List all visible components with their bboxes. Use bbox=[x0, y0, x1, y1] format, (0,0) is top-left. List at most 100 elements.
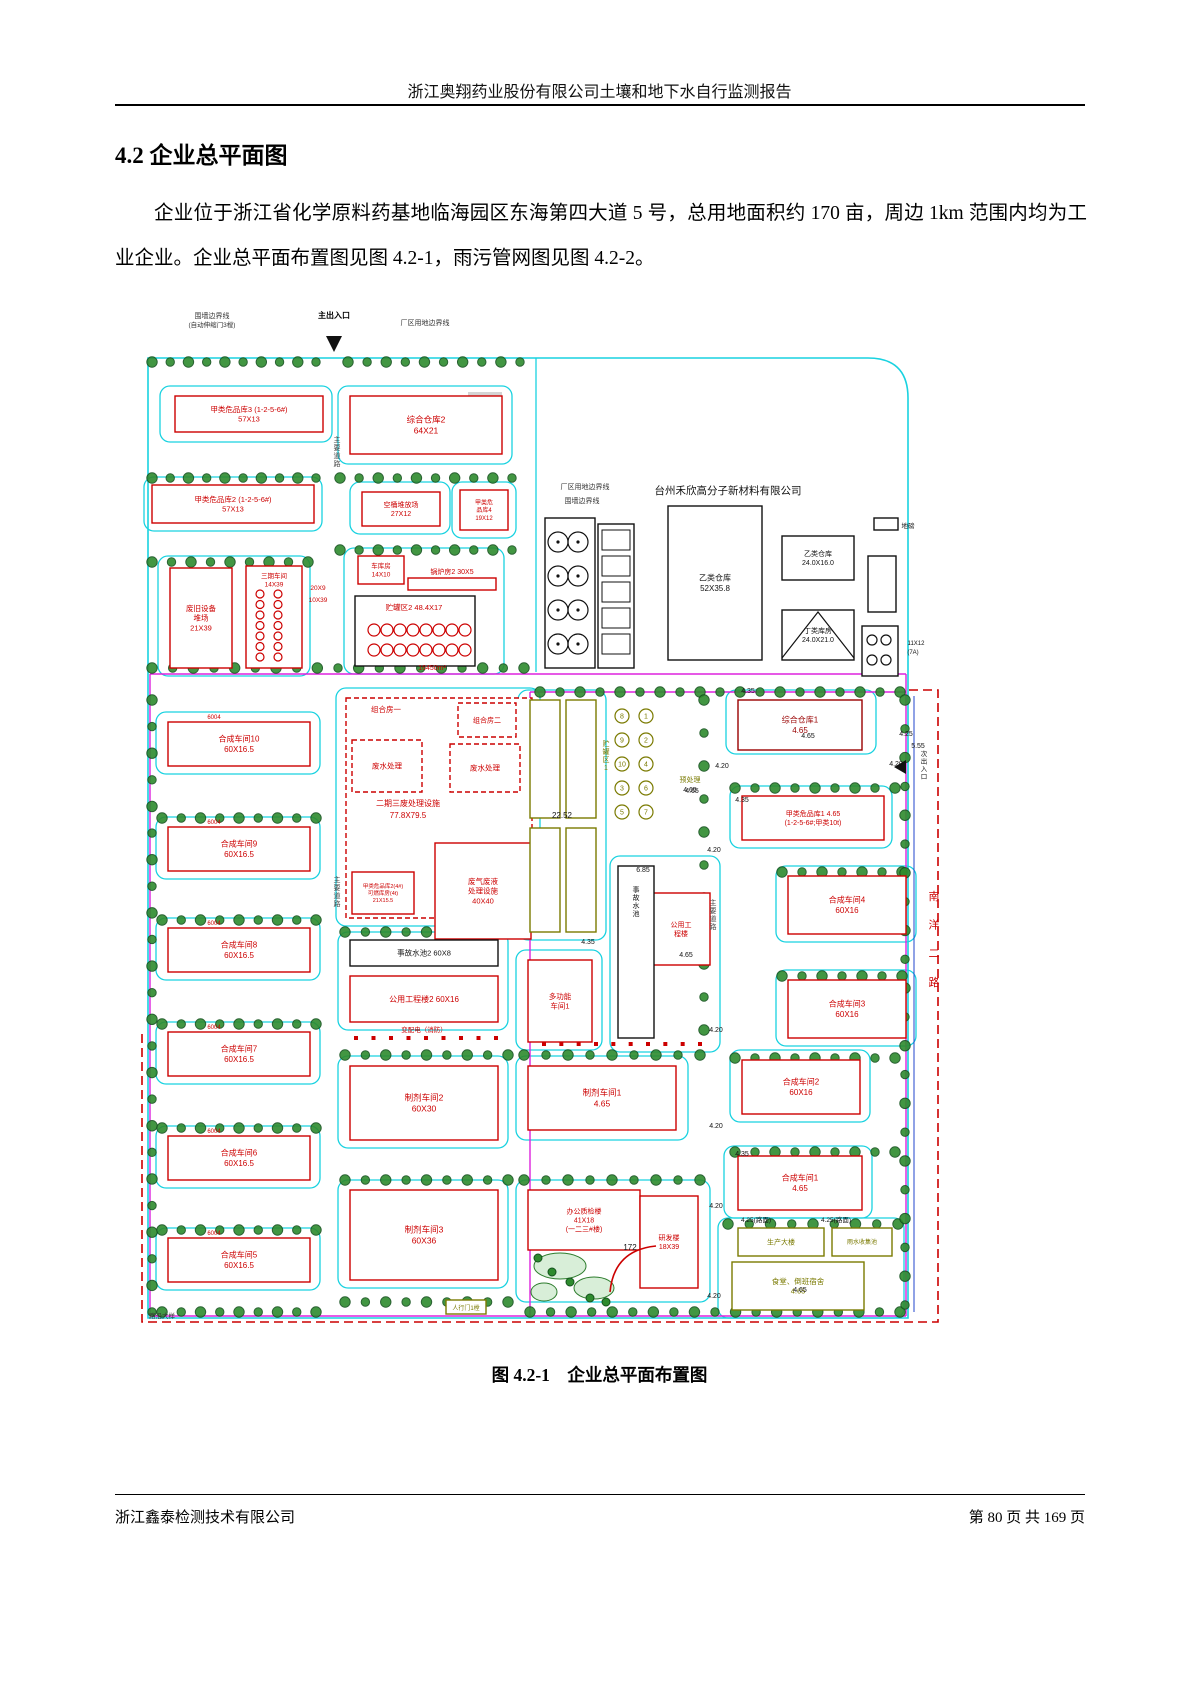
svg-text:组合房一: 组合房一 bbox=[371, 704, 401, 714]
svg-text:事故水池2 60X8: 事故水池2 60X8 bbox=[397, 948, 451, 958]
building-synth-10 bbox=[167, 721, 311, 767]
building-office-qc bbox=[527, 1189, 641, 1251]
svg-text:52X35.8: 52X35.8 bbox=[700, 584, 730, 593]
svg-text:主: 主 bbox=[334, 875, 341, 884]
svg-text:道: 道 bbox=[334, 451, 341, 460]
svg-text:甲类危品库3 (1-2-5-6#): 甲类危品库3 (1-2-5-6#) bbox=[210, 404, 288, 414]
svg-text:4.35: 4.35 bbox=[741, 688, 755, 695]
svg-text:(自动伸缩门3樘): (自动伸缩门3樘) bbox=[189, 320, 236, 329]
svg-text:4.65: 4.65 bbox=[685, 788, 699, 795]
svg-text:二期三废处理设施: 二期三废处理设施 bbox=[376, 798, 440, 808]
svg-text:5: 5 bbox=[620, 810, 624, 817]
svg-text:废气废液: 废气废液 bbox=[468, 876, 498, 886]
svg-text:60X16: 60X16 bbox=[789, 1088, 813, 1097]
building-warehouse-a1 bbox=[741, 795, 885, 841]
svg-text:4.35: 4.35 bbox=[735, 1151, 749, 1158]
svg-text:南: 南 bbox=[929, 890, 940, 903]
svg-text:合成车间9: 合成车间9 bbox=[221, 839, 258, 849]
svg-text:6004: 6004 bbox=[207, 715, 221, 721]
svg-text:办公质检楼: 办公质检楼 bbox=[567, 1206, 602, 1215]
svg-text:6004: 6004 bbox=[207, 1231, 221, 1237]
svg-text:程楼: 程楼 bbox=[674, 929, 688, 938]
svg-text:品库4: 品库4 bbox=[476, 506, 492, 514]
svg-text:6004: 6004 bbox=[207, 921, 221, 927]
svg-text:变配电（消防）: 变配电（消防） bbox=[401, 1025, 447, 1034]
svg-text:水: 水 bbox=[633, 901, 640, 910]
svg-text:二: 二 bbox=[929, 948, 940, 960]
svg-text:6004: 6004 bbox=[207, 1129, 221, 1135]
svg-text:路: 路 bbox=[334, 459, 341, 468]
svg-text:10: 10 bbox=[618, 762, 626, 769]
svg-text:4.65: 4.65 bbox=[594, 1099, 611, 1109]
svg-text:要: 要 bbox=[710, 907, 717, 915]
svg-text:主出入口: 主出入口 bbox=[318, 310, 350, 320]
svg-text:11X12: 11X12 bbox=[908, 641, 926, 647]
svg-text:60X16: 60X16 bbox=[835, 1010, 859, 1019]
svg-text:处理设施: 处理设施 bbox=[468, 886, 498, 896]
svg-text:4.35: 4.35 bbox=[735, 797, 749, 804]
svg-text:4.65: 4.65 bbox=[801, 733, 815, 740]
building-warehouse-a4 bbox=[459, 489, 509, 531]
svg-text:4.25(路面): 4.25(路面) bbox=[741, 1215, 771, 1224]
building-synth-2 bbox=[741, 1059, 861, 1115]
svg-text:4.65: 4.65 bbox=[793, 1287, 807, 1294]
svg-text:20X9: 20X9 bbox=[310, 585, 326, 592]
footer-page-number: 第 80 页 共 169 页 bbox=[968, 1510, 1085, 1526]
svg-text:57X13: 57X13 bbox=[238, 415, 260, 424]
svg-text:台州禾欣高分子新材料有限公司: 台州禾欣高分子新材料有限公司 bbox=[655, 484, 802, 497]
svg-text:公用工程楼2 60X16: 公用工程楼2 60X16 bbox=[389, 994, 459, 1004]
building-nb-warehouse-b-big bbox=[667, 505, 763, 661]
detail-paths bbox=[326, 336, 906, 1293]
svg-text:合成车间1: 合成车间1 bbox=[782, 1173, 819, 1183]
svg-text:4.20: 4.20 bbox=[709, 1123, 723, 1130]
svg-text:合成车间10: 合成车间10 bbox=[219, 734, 260, 744]
building-prep-3 bbox=[349, 1189, 499, 1281]
building-canteen-dorm bbox=[731, 1261, 865, 1311]
svg-text:27X12: 27X12 bbox=[391, 511, 411, 518]
building-utility-2 bbox=[349, 975, 499, 1023]
building-synth-6 bbox=[167, 1135, 311, 1181]
header-rule bbox=[115, 104, 1085, 106]
svg-text:道: 道 bbox=[334, 891, 341, 900]
svg-text:甲类危: 甲类危 bbox=[475, 498, 493, 506]
svg-text:贮罐区2 48.4X17: 贮罐区2 48.4X17 bbox=[386, 602, 443, 612]
svg-text:6.85: 6.85 bbox=[636, 867, 650, 874]
svg-text:研发楼: 研发楼 bbox=[659, 1233, 680, 1242]
svg-text:出: 出 bbox=[921, 756, 928, 765]
svg-text:车间1: 车间1 bbox=[550, 1001, 569, 1011]
svg-text:4.20: 4.20 bbox=[889, 761, 903, 768]
svg-text:60X16.5: 60X16.5 bbox=[224, 1261, 254, 1270]
svg-text:22.52: 22.52 bbox=[552, 811, 573, 820]
building-synth-9 bbox=[167, 826, 311, 872]
svg-text:多功能: 多功能 bbox=[549, 991, 572, 1001]
building-warehouse-1 bbox=[737, 699, 863, 751]
building-synth-7 bbox=[167, 1031, 311, 1077]
svg-text:6004: 6004 bbox=[207, 820, 221, 826]
garden bbox=[530, 1252, 615, 1307]
building-boiler-2 bbox=[407, 577, 497, 591]
svg-text:路: 路 bbox=[334, 899, 341, 908]
svg-text:60X16: 60X16 bbox=[835, 906, 859, 915]
svg-text:60X30: 60X30 bbox=[412, 1104, 437, 1114]
svg-text:合成车间3: 合成车间3 bbox=[829, 999, 866, 1009]
svg-text:公用工: 公用工 bbox=[671, 921, 692, 929]
svg-text:4.65: 4.65 bbox=[792, 726, 808, 735]
building-nb-warehouse-d bbox=[781, 609, 855, 661]
svg-text:60X16.5: 60X16.5 bbox=[224, 1055, 254, 1064]
svg-text:合成车间4: 合成车间4 bbox=[829, 895, 866, 905]
building-multi-workshop-1 bbox=[527, 959, 593, 1043]
svg-text:锅炉房2 30X5: 锅炉房2 30X5 bbox=[430, 567, 473, 576]
svg-text:堆场: 堆场 bbox=[194, 613, 209, 623]
svg-text:合成车间8: 合成车间8 bbox=[221, 940, 258, 950]
svg-text:4.20: 4.20 bbox=[707, 847, 721, 854]
svg-text:4: 4 bbox=[644, 762, 648, 769]
svg-text:洋: 洋 bbox=[929, 918, 940, 932]
svg-text:事: 事 bbox=[633, 885, 640, 894]
svg-text:5.55: 5.55 bbox=[911, 743, 925, 750]
svg-text:路: 路 bbox=[710, 922, 717, 931]
svg-text:空桶堆放场: 空桶堆放场 bbox=[384, 500, 419, 509]
svg-text:3: 3 bbox=[620, 786, 624, 793]
svg-text:40X40: 40X40 bbox=[472, 896, 494, 905]
svg-text:主: 主 bbox=[334, 435, 341, 444]
